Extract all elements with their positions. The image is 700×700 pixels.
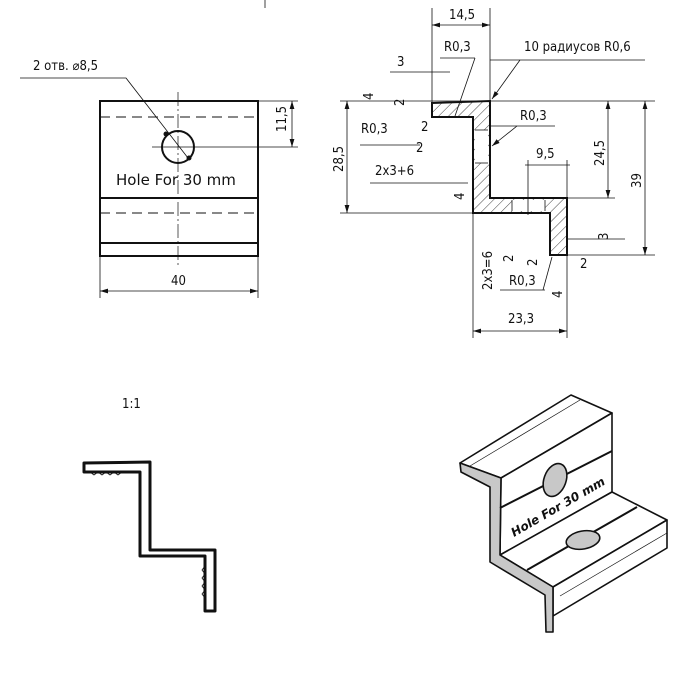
r-left: R0,3 xyxy=(361,122,388,137)
dim-2a: 2 xyxy=(393,99,408,106)
dim-2b: 2 xyxy=(421,120,428,135)
hole-cut xyxy=(475,130,488,163)
serrations xyxy=(89,471,206,599)
dim-2f: 2 xyxy=(526,259,541,266)
leader-dot xyxy=(186,155,192,161)
leader xyxy=(454,57,476,117)
hole-circle xyxy=(161,130,195,164)
radii-leader xyxy=(491,59,521,100)
dim-4b: 4 xyxy=(453,193,468,200)
hole-note: 2 отв. ⌀8,5 xyxy=(33,59,98,74)
leader xyxy=(542,256,553,291)
r-mid: R0,3 xyxy=(520,109,547,124)
front-view: 2 отв. ⌀8,5 Hole For 30 mm 11,5 40 xyxy=(20,59,298,298)
edge-line xyxy=(559,532,668,597)
pitch-bottom: 2x3=6 xyxy=(481,251,496,290)
upper-hole xyxy=(542,462,568,498)
dim-4: 4 xyxy=(362,93,377,100)
r-top: R0,3 xyxy=(444,40,471,55)
dim-3: 3 xyxy=(397,55,404,70)
dim-24-5: 24,5 xyxy=(593,140,608,166)
r-bottom: R0,3 xyxy=(509,274,536,289)
hole-leader xyxy=(20,77,189,159)
dim-2c: 2 xyxy=(416,141,423,156)
dim-39: 39 xyxy=(630,173,645,188)
dim-3b: 3 xyxy=(597,233,612,240)
dim-28-5: 28,5 xyxy=(332,146,347,172)
leader-dot xyxy=(163,131,169,137)
dim-4c: 4 xyxy=(551,291,566,298)
dim-9-5: 9,5 xyxy=(536,147,555,162)
profile-view: 1:1 xyxy=(82,397,217,613)
hole-label: Hole For 30 mm xyxy=(116,171,236,189)
dim-23-3: 23,3 xyxy=(508,312,534,327)
dim-40: 40 xyxy=(171,274,186,289)
radii-note: 10 радиусов R0,6 xyxy=(524,40,631,55)
dim-14-5: 14,5 xyxy=(449,8,475,23)
front-view-outline xyxy=(99,100,259,257)
hole-cut xyxy=(512,200,545,211)
profile-section xyxy=(431,99,568,256)
section-view: 14,5 R0,3 10 радиусов R0,6 3 4 2 R0,3 2 … xyxy=(332,8,655,338)
pitch-top: 2x3+6 xyxy=(375,164,414,179)
dim-2d: 2 xyxy=(580,257,587,272)
iso-view: Hole For 30 mm xyxy=(459,394,668,633)
extension-lines xyxy=(340,8,655,338)
edge-line xyxy=(469,399,581,467)
dim-11-5: 11,5 xyxy=(275,106,290,132)
side-profile xyxy=(459,462,554,633)
lower-hole xyxy=(565,529,601,551)
profile-outline xyxy=(82,460,217,613)
r-mid-leader xyxy=(491,125,518,147)
dim-2e: 2 xyxy=(502,255,517,262)
scale-label: 1:1 xyxy=(122,397,141,412)
